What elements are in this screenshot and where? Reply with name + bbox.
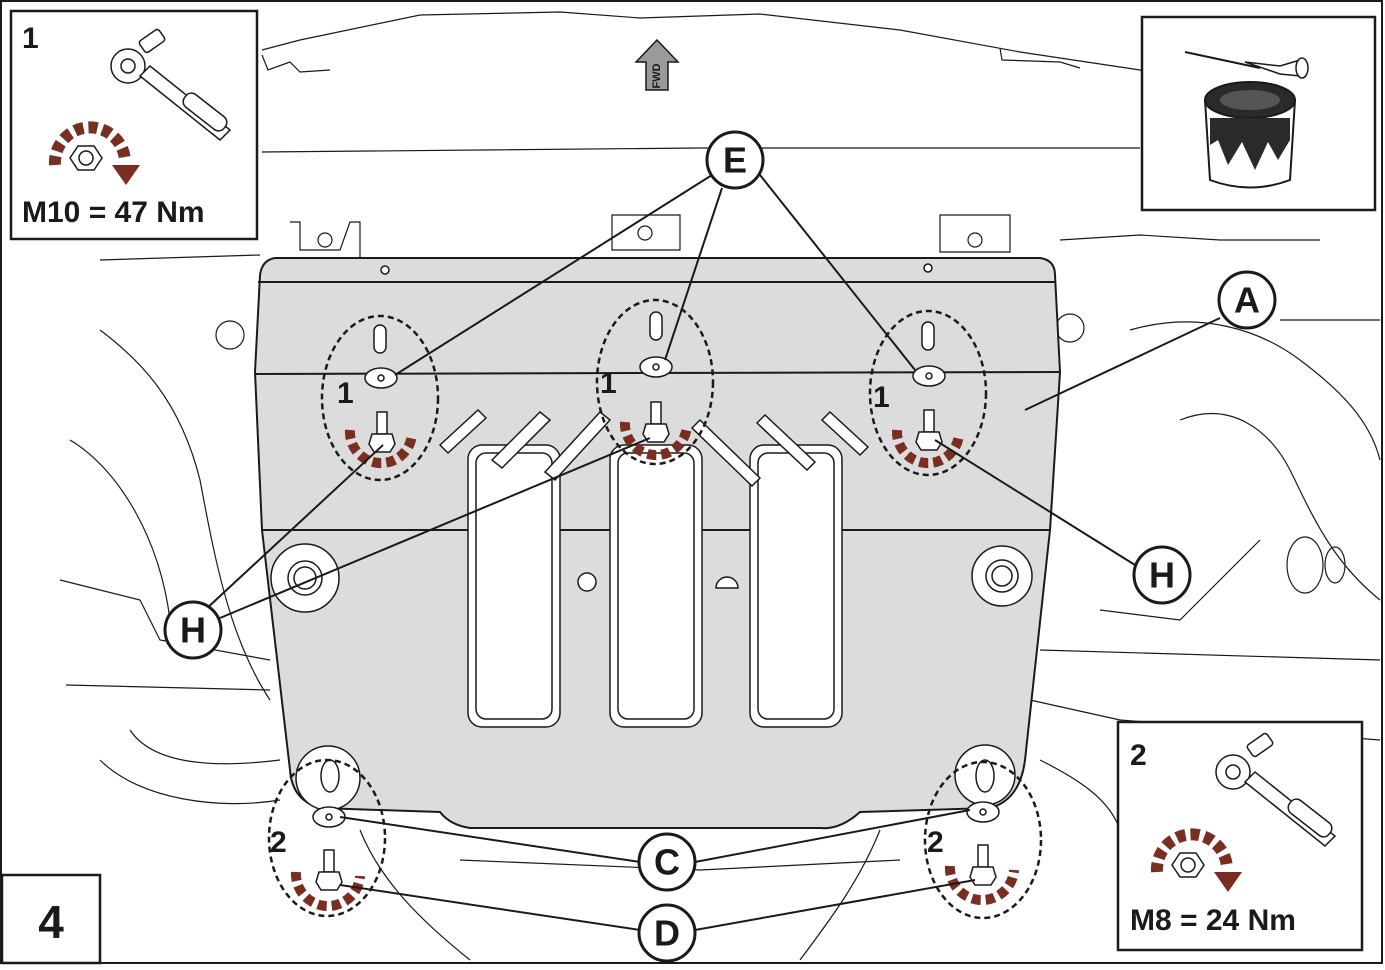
skid-plate (253, 257, 1062, 830)
callout-label-a: A (1234, 280, 1260, 321)
callout-label-h: H (1149, 555, 1175, 596)
callout-label-h: H (180, 610, 206, 651)
callout-label-e: E (723, 140, 747, 181)
callout-H-left: H (163, 600, 223, 660)
bolt-group-label: 2 (927, 826, 944, 859)
ratchet-wrench-icon (1215, 732, 1337, 848)
bolt-group-left-bottom: 2 (267, 758, 387, 918)
torque-box-index: 2 (1130, 739, 1147, 772)
callout-E: E (705, 130, 765, 190)
torque-box-index: 1 (22, 22, 39, 55)
paint-can-brush-icon (1184, 51, 1309, 189)
torque-box-m8: 2 M8 = 24 Nm (1116, 720, 1364, 952)
hex-bolt-icon (48, 121, 140, 185)
ratchet-wrench-icon (110, 28, 232, 142)
bolt-group-center-top: 1 (595, 298, 715, 466)
bolt-group-label: 2 (270, 826, 287, 859)
bolt-group-left-top: 1 (320, 314, 440, 482)
step-number: 4 (38, 896, 64, 948)
bolt-group-right-top: 1 (868, 309, 988, 477)
bolt-group-right-bottom: 2 (923, 760, 1043, 920)
vehicle-underbody-sketch (59, 11, 1381, 961)
callout-C: C (637, 832, 697, 892)
step-number-box: 4 (0, 873, 102, 965)
hex-bolt-icon (1150, 828, 1242, 892)
torque-spec: M8 = 24 Nm (1130, 904, 1296, 937)
torque-spec: M10 = 47 Nm (22, 196, 205, 229)
fwd-label: FWD (651, 63, 663, 88)
callout-label-d: D (654, 913, 680, 954)
leader-lines (204, 174, 1221, 931)
callout-D: D (637, 903, 697, 963)
callout-H-right: H (1132, 545, 1192, 605)
paint-can-box (1140, 15, 1377, 212)
bolt-group-label: 1 (873, 381, 890, 414)
callout-A: A (1217, 270, 1277, 330)
bolt-group-label: 1 (600, 367, 617, 400)
fwd-arrow-icon: FWD (634, 38, 680, 91)
bolt-group-label: 1 (337, 377, 354, 410)
torque-box-m10: 1 M10 = 47 Nm (9, 9, 259, 241)
callout-label-c: C (654, 842, 680, 883)
